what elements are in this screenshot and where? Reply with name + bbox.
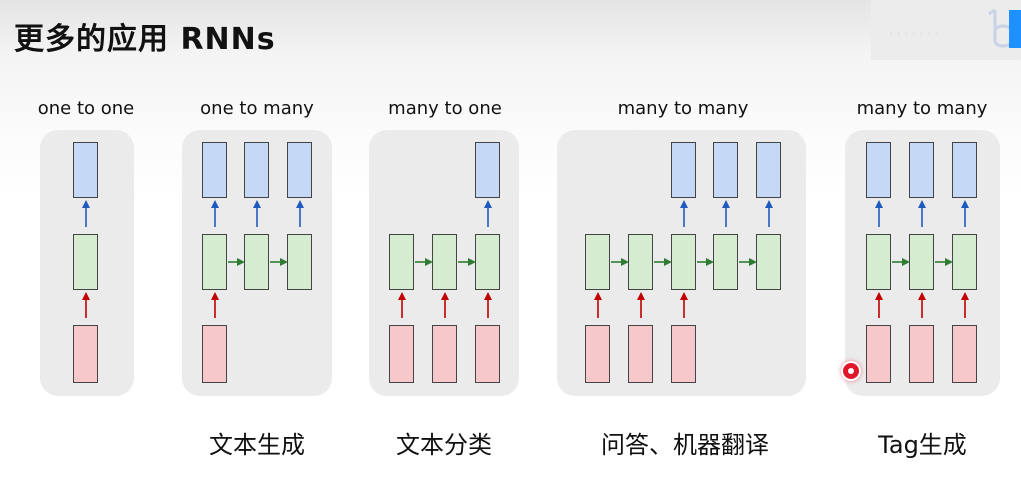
- output-cell: [475, 142, 500, 198]
- input-to-hidden-arrows: [82, 292, 969, 318]
- input-cell: [628, 325, 653, 383]
- panel-title-one-to-one: one to one: [37, 98, 135, 119]
- output-cell: [866, 142, 891, 198]
- output-cell: [909, 142, 934, 198]
- input-cell: [585, 325, 610, 383]
- hidden-cell: [244, 234, 269, 290]
- output-cell: [952, 142, 977, 198]
- output-cell: [73, 142, 98, 198]
- input-cell: [432, 325, 457, 383]
- hidden-cell: [432, 234, 457, 290]
- output-cell: [287, 142, 312, 198]
- output-cell: [671, 142, 696, 198]
- pointer-cursor-icon: [843, 363, 859, 379]
- input-cell: [73, 325, 98, 383]
- input-cell: [952, 325, 977, 383]
- hidden-cell: [713, 234, 738, 290]
- panel-title-one-to-many: one to many: [200, 98, 314, 119]
- input-cell: [475, 325, 500, 383]
- output-cell: [713, 142, 738, 198]
- hidden-cell: [585, 234, 610, 290]
- caption-text-generation: 文本生成: [209, 431, 305, 459]
- panel-title-many-to-many: many to many: [617, 98, 749, 119]
- hidden-cell: [866, 234, 891, 290]
- watermark-logo: · · · · · · ·: [871, 0, 1021, 60]
- page-title: 更多的应用 RNNs: [14, 22, 276, 57]
- hidden-cell: [671, 234, 696, 290]
- hidden-cell: [202, 234, 227, 290]
- panel-title-many-to-many-synced: many to many: [856, 98, 988, 119]
- caption-tag-generation: Tag生成: [878, 431, 967, 459]
- input-cell: [389, 325, 414, 383]
- hidden-cell: [628, 234, 653, 290]
- input-cell: [671, 325, 696, 383]
- hidden-cell: [73, 234, 98, 290]
- output-cell: [202, 142, 227, 198]
- output-cell: [244, 142, 269, 198]
- input-cell: [866, 325, 891, 383]
- output-cell: [756, 142, 781, 198]
- svg-text:· · · · · · ·: · · · · · · ·: [889, 27, 939, 41]
- panel-title-many-to-one: many to one: [388, 98, 502, 119]
- caption-text-classification: 文本分类: [396, 431, 492, 459]
- hidden-cell: [389, 234, 414, 290]
- caption-qa-translation: 问答、机器翻译: [601, 431, 769, 459]
- input-cell: [202, 325, 227, 383]
- hidden-cell: [756, 234, 781, 290]
- hidden-to-output-arrows: [82, 200, 969, 227]
- input-cell: [909, 325, 934, 383]
